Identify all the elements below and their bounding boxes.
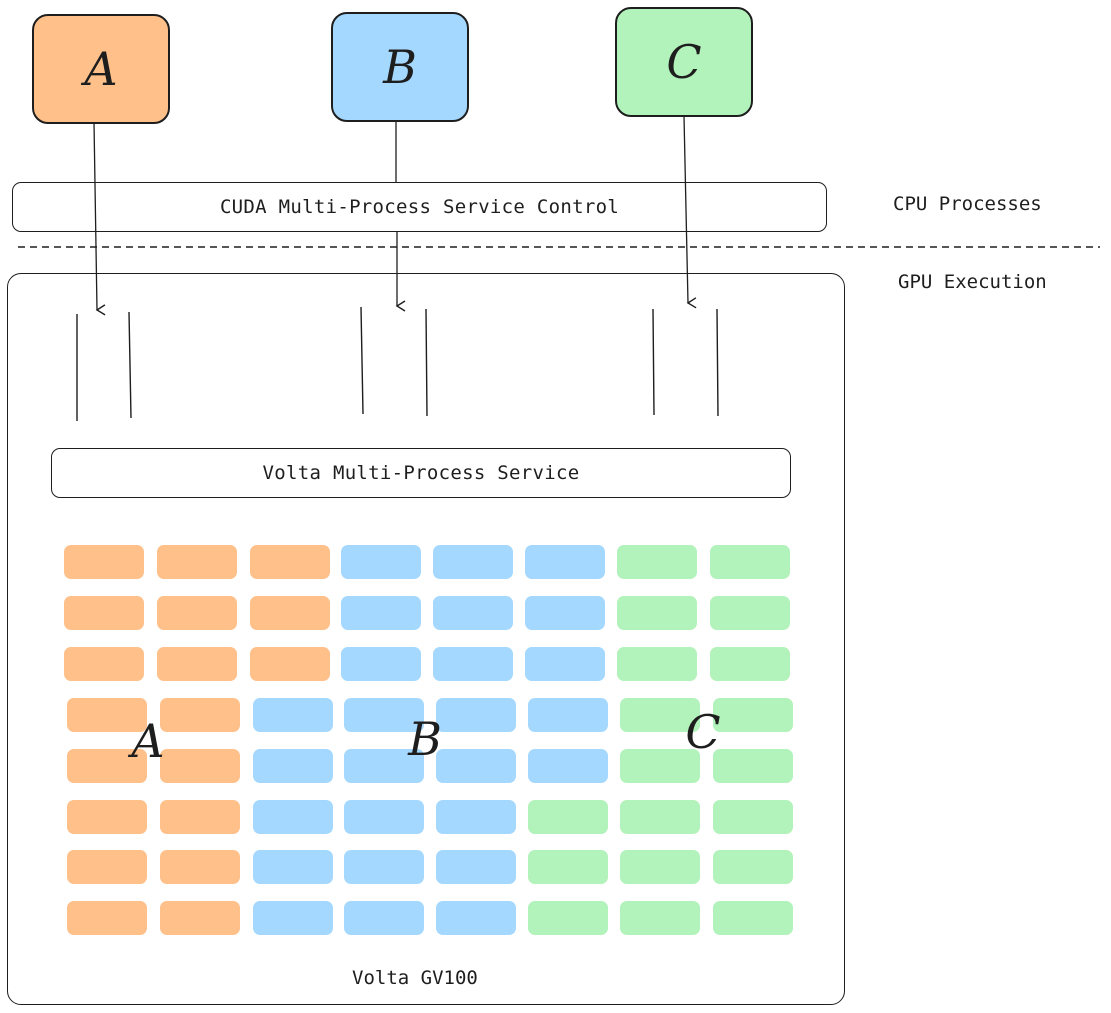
gpu-execution-label: GPU Execution xyxy=(898,271,1047,293)
sm-cell-c xyxy=(713,698,793,732)
process-b-box: B xyxy=(331,12,469,122)
sm-cell-c xyxy=(713,749,793,783)
sm-cell-c xyxy=(620,901,700,935)
sm-cell-a xyxy=(160,698,240,732)
sm-cell-b xyxy=(253,749,333,783)
sm-cell-a xyxy=(64,647,144,681)
sm-cell-b xyxy=(253,850,333,884)
sm-cell-b xyxy=(525,647,605,681)
sm-cell-c xyxy=(710,596,790,630)
sm-cell-b xyxy=(525,545,605,579)
sm-cell-c xyxy=(710,545,790,579)
sm-region-label-a: A xyxy=(127,714,164,768)
volta-mps-bar: Volta Multi-Process Service xyxy=(51,448,791,498)
sm-cell-c xyxy=(713,850,793,884)
sm-cell-a xyxy=(160,901,240,935)
sm-cell-b xyxy=(436,901,516,935)
sm-cell-c xyxy=(713,901,793,935)
sm-cell-c xyxy=(713,800,793,834)
sm-cell-c xyxy=(710,647,790,681)
sm-cell-b xyxy=(525,596,605,630)
sm-cell-c xyxy=(617,545,697,579)
sm-grid xyxy=(64,545,793,935)
sm-region-labels: A B C xyxy=(127,705,720,768)
sm-cell-c xyxy=(620,749,700,783)
sm-cell-b xyxy=(253,698,333,732)
sm-cell-c xyxy=(528,800,608,834)
sm-cell-a xyxy=(160,800,240,834)
sm-cell-a xyxy=(67,850,147,884)
mps-control-label: CUDA Multi-Process Service Control xyxy=(219,196,620,218)
sm-region-label-c: C xyxy=(685,705,720,759)
sm-cell-c xyxy=(617,647,697,681)
sm-cell-a xyxy=(157,647,237,681)
cpu-processes-label: CPU Processes xyxy=(893,193,1042,215)
sm-cell-a xyxy=(157,596,237,630)
sm-cell-b xyxy=(344,901,424,935)
sm-cell-b xyxy=(433,647,513,681)
sm-cell-a xyxy=(250,647,330,681)
stream-line-c2 xyxy=(716,308,719,417)
sm-cell-b xyxy=(528,698,608,732)
sm-cell-b xyxy=(344,698,424,732)
stream-line-a2 xyxy=(128,311,132,419)
sm-cell-b xyxy=(341,647,421,681)
sm-cell-b xyxy=(433,596,513,630)
process-c-box: C xyxy=(615,7,753,117)
sm-cell-c xyxy=(620,850,700,884)
sm-region-label-b: B xyxy=(407,712,442,766)
stream-line-b2 xyxy=(425,308,428,417)
arrow-a xyxy=(93,121,106,316)
sm-cell-a xyxy=(67,698,147,732)
sm-cell-b xyxy=(436,698,516,732)
sm-cell-a xyxy=(160,850,240,884)
sm-cell-a xyxy=(67,749,147,783)
stream-line-c1 xyxy=(652,308,655,416)
sm-cell-b xyxy=(253,800,333,834)
sm-cell-c xyxy=(528,901,608,935)
gpu-device-box xyxy=(7,273,845,1005)
sm-cell-a xyxy=(67,901,147,935)
arrow-c xyxy=(683,115,697,309)
stream-line-b1 xyxy=(360,306,364,415)
process-a-box: A xyxy=(32,14,170,124)
sm-cell-c xyxy=(620,800,700,834)
process-b-label: B xyxy=(383,40,417,94)
mps-control-bar: CUDA Multi-Process Service Control xyxy=(12,182,827,232)
volta-mps-label: Volta Multi-Process Service xyxy=(262,462,580,484)
sm-cell-a xyxy=(64,596,144,630)
sm-cell-a xyxy=(160,749,240,783)
device-label: Volta GV100 xyxy=(352,967,478,989)
sm-cell-b xyxy=(436,800,516,834)
sm-cell-b xyxy=(344,850,424,884)
sm-cell-a xyxy=(67,800,147,834)
sm-cell-b xyxy=(528,749,608,783)
sm-cell-b xyxy=(436,850,516,884)
sm-cell-b xyxy=(341,545,421,579)
sm-cell-b xyxy=(433,545,513,579)
process-a-label: A xyxy=(84,42,118,96)
sm-cell-b xyxy=(253,901,333,935)
sm-cell-c xyxy=(528,850,608,884)
sm-cell-b xyxy=(341,596,421,630)
sm-cell-a xyxy=(64,545,144,579)
sm-cell-b xyxy=(344,800,424,834)
sm-cell-a xyxy=(157,545,237,579)
sm-cell-b xyxy=(344,749,424,783)
sm-cell-b xyxy=(436,749,516,783)
sm-cell-c xyxy=(617,596,697,630)
sm-cell-c xyxy=(620,698,700,732)
sm-cell-a xyxy=(250,596,330,630)
process-c-label: C xyxy=(666,35,702,89)
sm-cell-a xyxy=(250,545,330,579)
